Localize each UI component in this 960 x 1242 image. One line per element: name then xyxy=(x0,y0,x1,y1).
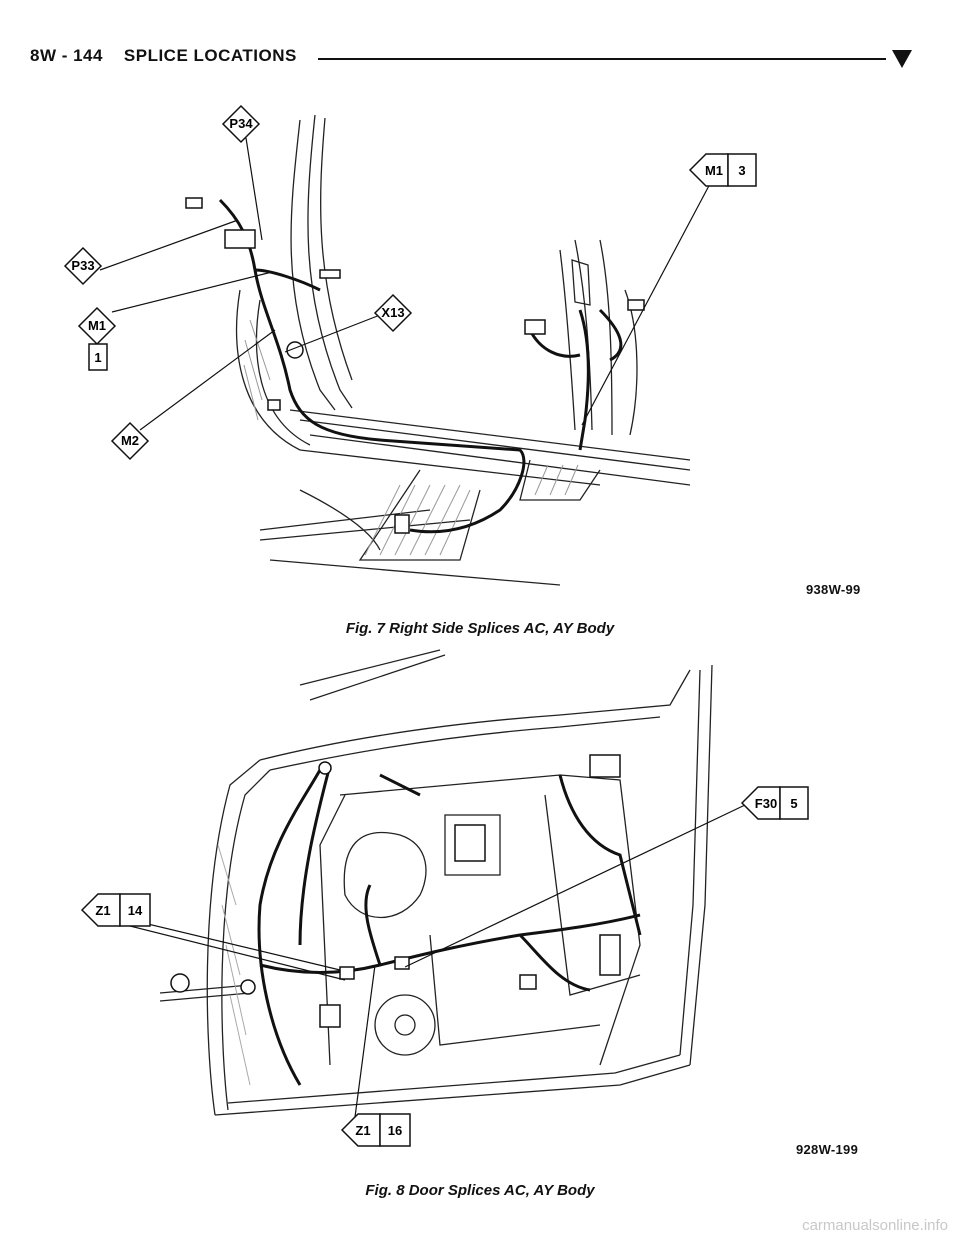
callout-f30-pin: 5 xyxy=(790,796,797,811)
page-header-text: 8W - 144 SPLICE LOCATIONS xyxy=(30,46,297,66)
callout-p33: P33 xyxy=(63,246,103,286)
header-rule xyxy=(318,58,886,60)
figure-8-illustration: F30 5 Z1 14 Z1 16 xyxy=(0,645,960,1155)
figure-7-number: 938W-99 xyxy=(806,582,861,597)
figure-8-number: 928W-199 xyxy=(796,1142,859,1157)
callout-x13-label: X13 xyxy=(381,305,404,320)
section-marker-icon xyxy=(892,50,912,68)
callout-p33-label: P33 xyxy=(71,258,94,273)
figure-7-illustration: P34 P33 M1 1 X13 M2 M1 3 xyxy=(0,90,960,610)
callout-x13: X13 xyxy=(373,293,413,333)
callout-p34: P34 xyxy=(221,104,261,144)
callout-m2: M2 xyxy=(110,421,150,461)
page-header: 8W - 144 SPLICE LOCATIONS xyxy=(30,42,930,78)
callout-z1-pin-14: Z1 14 xyxy=(80,893,151,927)
callout-z1-14-pin: 14 xyxy=(128,903,143,918)
figure-8-caption: Fig. 8 Door Splices AC, AY Body xyxy=(365,1182,595,1199)
watermark: carmanualsonline.info xyxy=(802,1217,948,1234)
callout-m1-pin-3: M1 3 xyxy=(688,153,757,187)
callout-m1-1-conn: M1 xyxy=(88,318,106,333)
callout-f30-conn: F30 xyxy=(755,796,777,811)
callout-m1-3-conn: M1 xyxy=(705,163,723,178)
callout-z1-16-pin: 16 xyxy=(388,1123,402,1138)
callout-f30-pin-5: F30 5 xyxy=(740,786,809,820)
callout-m1-pin-1: M1 1 xyxy=(77,306,117,371)
callout-m2-label: M2 xyxy=(121,433,139,448)
callout-p34-label: P34 xyxy=(229,116,253,131)
callout-m1-1-pin: 1 xyxy=(94,350,101,365)
callout-z1-pin-16: Z1 16 xyxy=(340,1113,411,1147)
section-title: SPLICE LOCATIONS xyxy=(123,46,297,65)
callout-z1-14-conn: Z1 xyxy=(95,903,110,918)
callout-z1-16-conn: Z1 xyxy=(355,1123,370,1138)
callout-m1-3-pin: 3 xyxy=(738,163,745,178)
figure-7-caption: Fig. 7 Right Side Splices AC, AY Body xyxy=(345,620,615,637)
page-number-label: 8W - 144 xyxy=(30,46,103,65)
